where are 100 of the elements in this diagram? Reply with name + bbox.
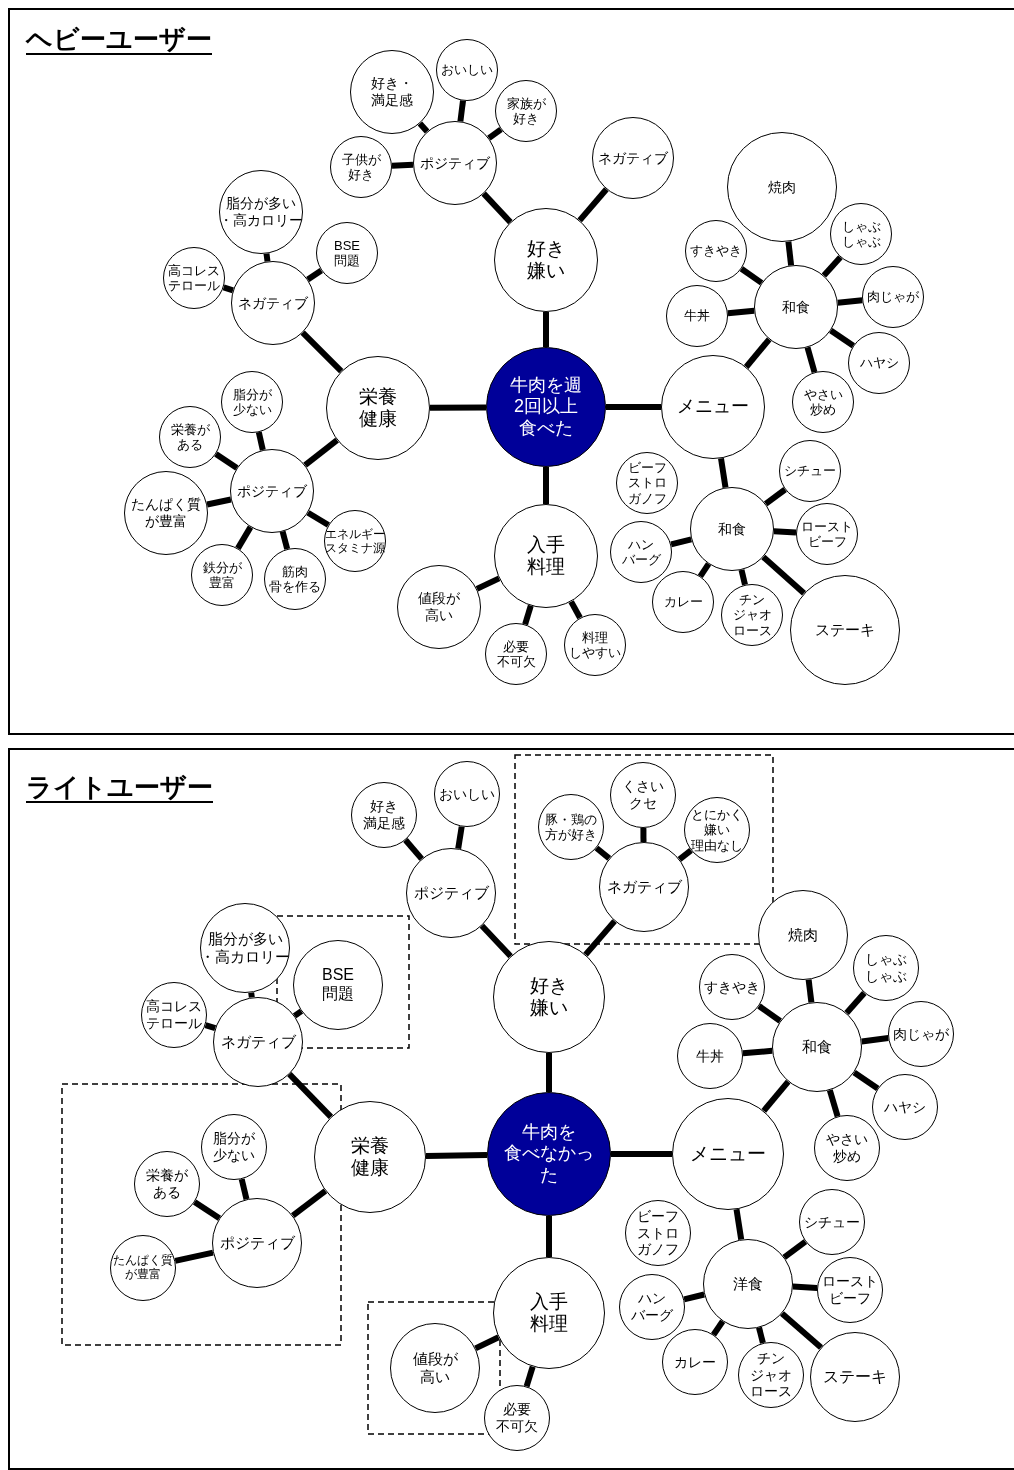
topic-bubble: BSE問題 [316, 222, 378, 284]
connector-line [306, 510, 330, 528]
topic-bubble: ローストビーフ [817, 1257, 883, 1323]
connector-line [756, 1326, 766, 1344]
connector-line [670, 536, 693, 548]
connector-line [543, 312, 549, 347]
topic-bubble: ローストビーフ [796, 503, 858, 565]
center-bubble: 牛肉を週2回以上食べた [486, 347, 606, 467]
connector-line [457, 100, 466, 122]
connector-line [742, 1047, 773, 1057]
topic-bubble: 鉄分が豊富 [191, 544, 253, 606]
topic-bubble: ビーフストロガノフ [625, 1200, 691, 1266]
topic-bubble: おいしい [436, 39, 498, 101]
connector-line [739, 266, 764, 286]
topic-bubble: BSE問題 [293, 940, 383, 1030]
topic-bubble: しゃぶしゃぶ [853, 935, 919, 1001]
topic-bubble: すきやき [685, 220, 747, 282]
panel-frame [8, 748, 1014, 1470]
connector-line [697, 562, 712, 578]
connector-line [743, 337, 772, 369]
connector-line [861, 1035, 889, 1045]
connector-line [844, 990, 867, 1016]
topic-bubble: シチュー [799, 1189, 865, 1255]
topic-bubble: たんぱく質が豊富 [110, 1235, 176, 1301]
connector-line [761, 1079, 791, 1113]
topic-bubble: ポジティブ [406, 848, 496, 938]
connector-line [204, 1022, 217, 1032]
connector-line [292, 1008, 304, 1019]
topic-bubble: 筋肉骨を作る [264, 548, 326, 610]
connector-line [829, 328, 855, 349]
connector-line [785, 241, 795, 266]
connector-line [804, 346, 818, 373]
connector-line [543, 467, 549, 504]
topic-bubble: 和食 [754, 265, 838, 349]
connector-line [583, 919, 617, 957]
topic-bubble: チンジャオロース [738, 1342, 804, 1408]
topic-bubble: 好き嫌い [494, 208, 598, 312]
topic-bubble: ネガティブ [213, 997, 303, 1087]
connector-line [474, 1334, 500, 1352]
topic-bubble: 肉じゃが [888, 1001, 954, 1067]
connector-line [773, 528, 797, 536]
topic-bubble: ハヤシ [848, 332, 910, 394]
panel-heading: ライトユーザー [26, 772, 213, 804]
connector-line [279, 530, 291, 550]
connector-line [238, 1178, 250, 1200]
topic-bubble: ステーキ [810, 1332, 900, 1422]
connector-line [826, 1089, 841, 1118]
topic-bubble: 料理しやすい [564, 614, 626, 676]
connector-line [522, 604, 534, 626]
topic-bubble: 好き・満足感 [350, 50, 434, 134]
connector-line [214, 451, 239, 471]
topic-bubble: ハヤシ [872, 1074, 938, 1140]
topic-bubble: 必要不可欠 [484, 1385, 550, 1451]
topic-bubble: 洋食 [703, 1239, 793, 1329]
topic-bubble: 入手料理 [493, 1257, 605, 1369]
topic-bubble: 脂分が少ない [221, 371, 283, 433]
topic-bubble: ポジティブ [212, 1198, 302, 1288]
topic-bubble: メニュー [661, 355, 765, 459]
topic-bubble: ビーフストロガノフ [616, 452, 678, 514]
topic-bubble: 牛丼 [666, 285, 728, 347]
topic-bubble: すきやき [699, 954, 765, 1020]
connector-line [852, 1069, 880, 1091]
topic-bubble: 高コレステロール [163, 247, 225, 309]
connector-line [235, 525, 254, 550]
connector-line [677, 847, 693, 862]
connector-line [222, 284, 234, 294]
connector-line [683, 1291, 705, 1303]
connector-line [487, 126, 503, 141]
connector-line [417, 121, 430, 134]
topic-bubble: 子供が好き [330, 136, 392, 198]
topic-bubble: 必要不可欠 [485, 623, 547, 685]
connector-line [287, 1072, 334, 1119]
topic-bubble: とにかく嫌い理由なし [684, 797, 750, 863]
topic-bubble: エネルギースタミナ源 [324, 510, 386, 572]
topic-bubble: ハンバーグ [619, 1274, 685, 1340]
topic-bubble: 値段が高い [390, 1323, 480, 1413]
connector-line [594, 845, 612, 861]
topic-bubble: 栄養健康 [314, 1101, 426, 1213]
connector-line [391, 161, 414, 169]
topic-bubble: やさい炒め [792, 371, 854, 433]
topic-bubble: 家族が好き [495, 80, 557, 142]
topic-bubble: 和食 [772, 1002, 862, 1092]
topic-bubble: 肉じゃが [862, 266, 924, 328]
connector-line [727, 307, 755, 317]
topic-bubble: ポジティブ [413, 121, 497, 205]
connector-line [711, 1319, 726, 1337]
topic-bubble: 好き満足感 [351, 782, 417, 848]
topic-bubble: カレー [662, 1329, 728, 1395]
connector-line [606, 404, 661, 410]
topic-bubble: 入手料理 [494, 504, 598, 608]
topic-bubble: ハンバーグ [610, 521, 672, 583]
panel-heading: ヘビーユーザー [26, 24, 212, 56]
topic-bubble: ステーキ [790, 575, 900, 685]
topic-bubble: 脂分が多い・高カロリー [219, 170, 303, 254]
connector-line [780, 1311, 823, 1350]
topic-bubble: やさい炒め [814, 1115, 880, 1181]
connector-line [429, 404, 487, 411]
connector-line [481, 191, 513, 225]
connector-line [761, 554, 806, 596]
center-bubble: 牛肉を食べなかった [487, 1092, 611, 1216]
